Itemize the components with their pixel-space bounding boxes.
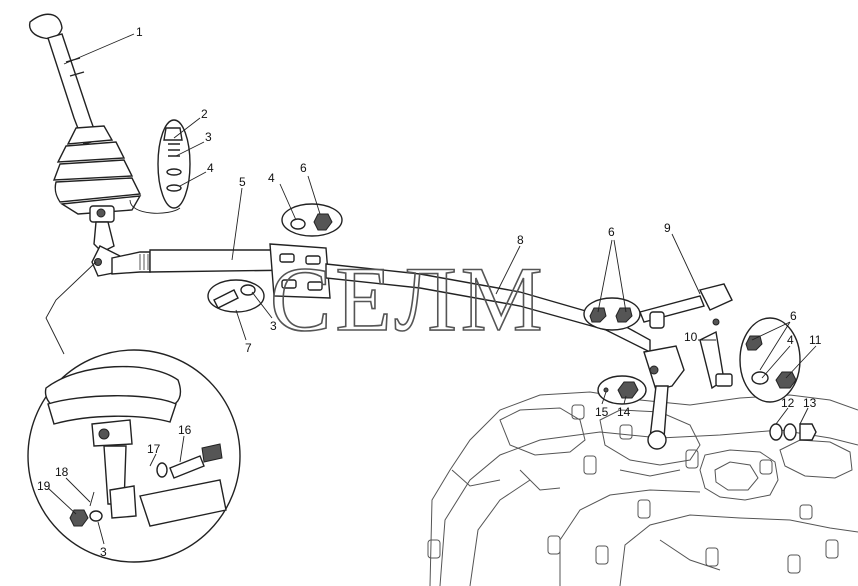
callout-8: 8 bbox=[517, 233, 524, 247]
bolt-washer-group-2-3-4 bbox=[157, 119, 191, 209]
callout-5: 5 bbox=[239, 175, 246, 189]
callout-4a: 4 bbox=[207, 161, 214, 175]
callout-6c: 6 bbox=[790, 309, 797, 323]
washer-nut-group-4-6 bbox=[281, 203, 343, 237]
detail-view-circle bbox=[27, 349, 241, 563]
gear-lever bbox=[28, 13, 99, 145]
rod-end bbox=[639, 283, 733, 329]
callout-6b: 6 bbox=[608, 225, 615, 239]
callout-16: 16 bbox=[178, 423, 192, 437]
callout-labels: 1 2 3 4 5 4 6 7 3 8 6 9 10 6 4 11 15 14 … bbox=[37, 25, 822, 559]
callout-10: 10 bbox=[684, 330, 698, 344]
bolt-washer-group-7-3 bbox=[207, 279, 265, 313]
watermark-text: СЕЛМ bbox=[270, 248, 547, 350]
nut-group-15-14 bbox=[597, 375, 647, 405]
washer-nut-group-12-13 bbox=[769, 423, 817, 441]
callout-19: 19 bbox=[37, 479, 51, 493]
callout-1: 1 bbox=[136, 25, 143, 39]
shift-rod bbox=[111, 249, 306, 275]
callout-15: 15 bbox=[595, 405, 609, 419]
callout-6a: 6 bbox=[300, 161, 307, 175]
callout-7: 7 bbox=[245, 341, 252, 355]
rod-bracket bbox=[269, 243, 331, 299]
callout-12: 12 bbox=[781, 396, 795, 410]
nut-washer-group-6-4-11 bbox=[739, 317, 801, 403]
callout-3b: 3 bbox=[270, 319, 277, 333]
callout-17: 17 bbox=[147, 442, 161, 456]
callout-14: 14 bbox=[617, 405, 631, 419]
callout-4c: 4 bbox=[787, 333, 794, 347]
callout-2: 2 bbox=[201, 107, 208, 121]
shift-lever bbox=[643, 330, 733, 450]
leader-lines bbox=[45, 33, 817, 545]
callout-13: 13 bbox=[803, 396, 817, 410]
callout-11: 11 bbox=[809, 333, 822, 347]
callout-18: 18 bbox=[55, 465, 69, 479]
callout-3a: 3 bbox=[205, 130, 212, 144]
callout-4b: 4 bbox=[268, 171, 275, 185]
callout-9: 9 bbox=[664, 221, 671, 235]
callout-3c: 3 bbox=[100, 545, 107, 559]
nut-group-6 bbox=[583, 297, 641, 331]
gearbox-housing bbox=[427, 391, 858, 586]
gear-lever-boot bbox=[52, 125, 142, 215]
